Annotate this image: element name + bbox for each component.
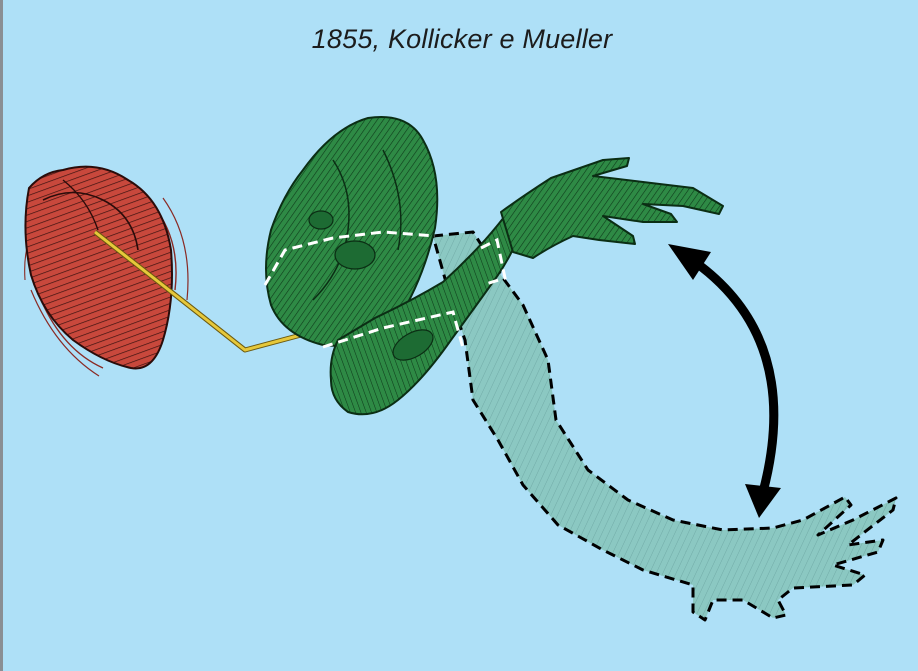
illustration-canvas	[3, 0, 918, 671]
movement-arrow-icon	[668, 244, 781, 518]
heart-illustration	[25, 167, 188, 376]
frog-leg-extended-ghost	[433, 232, 896, 620]
